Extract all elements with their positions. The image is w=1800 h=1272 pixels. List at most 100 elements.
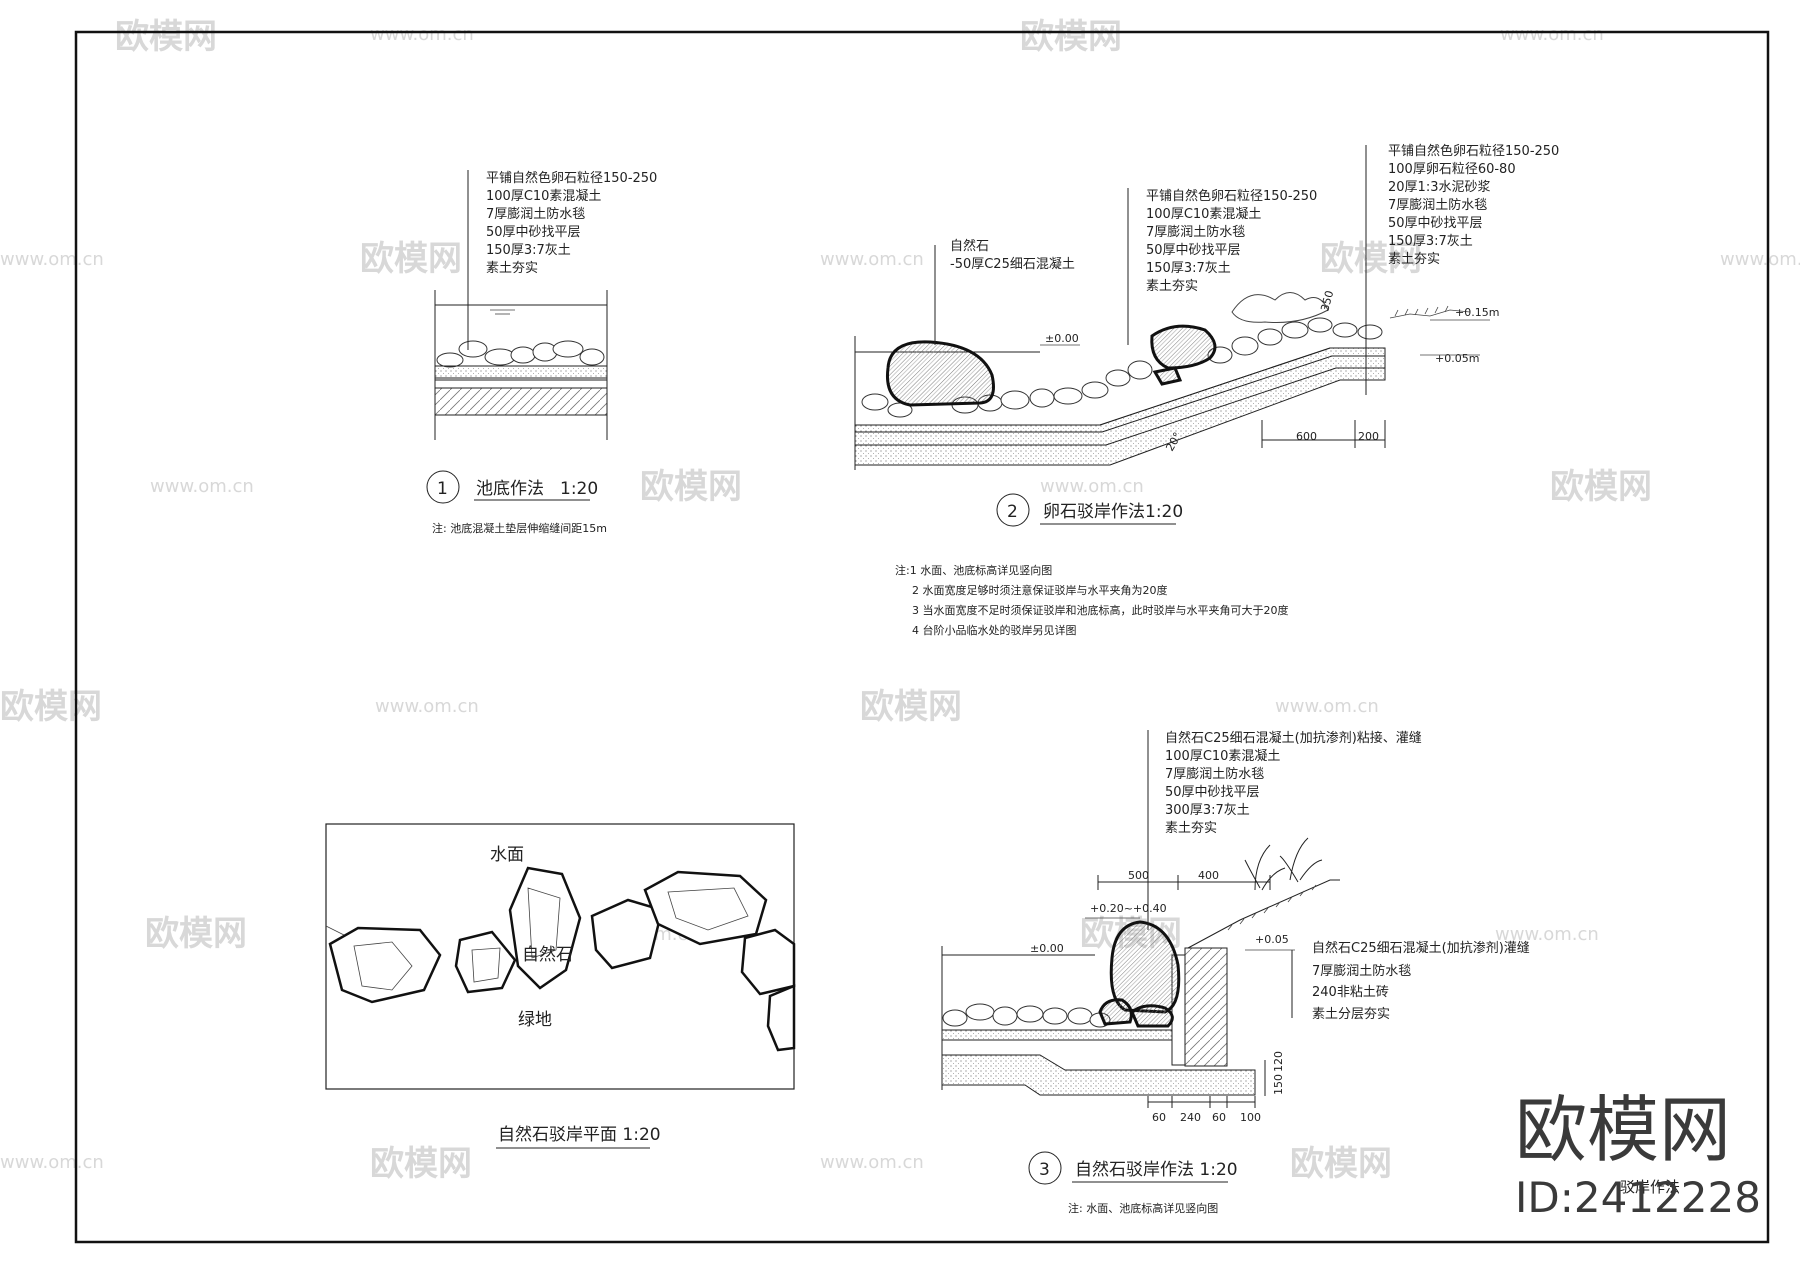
layer-label: 平铺自然色卵石粒径150-250 [1388, 143, 1559, 159]
elevation-label: ±0.00 [1030, 942, 1064, 955]
detail-3-note: 注: 水面、池底标高详见竖向图 [1068, 1201, 1218, 1215]
dimension-label: 600 [1296, 430, 1317, 443]
layer-label: 50厚中砂找平层 [486, 225, 581, 240]
layer-label: 100厚C10素混凝土 [486, 188, 601, 204]
detail-3-layer-list-right: 自然石C25细石混凝土(加抗渗剂)灌缝 7厚膨润土防水毯 240非粘土砖 素土分… [1312, 940, 1530, 1022]
plan-natural-stone: 水面 自然石 绿地 自然石驳岸平面 1:20 [325, 823, 796, 1149]
elevation-label: +0.05 [1255, 933, 1289, 946]
detail-1-scale: 1:20 [560, 479, 598, 499]
layer-label: 自然石C25细石混凝土(加抗渗剂)粘接、灌缝 [1165, 730, 1422, 746]
detail-number-circle [1028, 1151, 1062, 1185]
watermark-brand: 欧模网 [1320, 239, 1422, 279]
watermark-brand: 欧模网 [1290, 1144, 1392, 1184]
watermark-brand: 欧模网 [1020, 17, 1122, 57]
detail-3-natural-stone: ±0.00 自然石C25细石混凝土(加抗渗剂)粘接、灌缝 [941, 730, 1530, 1215]
watermark-url: www.om.cn [820, 1152, 924, 1173]
brand-stamp-name: 欧模网 [1515, 1088, 1731, 1172]
note-line: 2 水面宽度足够时须注意保证驳岸与水平夹角为20度 [912, 583, 1168, 597]
plan-title: 自然石驳岸平面 1:20 [498, 1125, 661, 1145]
elevation-label: +0.15m [1455, 306, 1499, 319]
detail-3-layer-list-top: 自然石C25细石混凝土(加抗渗剂)粘接、灌缝 100厚C10素混凝土 7厚膨润土… [1165, 730, 1422, 836]
dimension-label: 200 [1358, 430, 1379, 443]
layer-label: 150厚3:7灰土 [486, 243, 571, 258]
brand-stamp: 欧模网 ID:2412228 [1515, 1088, 1761, 1222]
watermark-url: www.om.cn [1720, 249, 1800, 270]
watermark-url: www.om.cn [0, 1152, 104, 1173]
layer-label: 平铺自然色卵石粒径150-250 [1146, 188, 1317, 204]
watermark-brand: 欧模网 [115, 17, 217, 57]
dimension-label: 100 [1240, 1111, 1261, 1124]
watermark-url: www.om.cn [1040, 476, 1144, 497]
layer-label: 150厚3:7灰土 [1146, 261, 1231, 276]
watermark-brand: 欧模网 [640, 467, 742, 507]
watermark-url: www.om.cn [1500, 24, 1604, 45]
watermark-url: www.om.cn [1495, 924, 1599, 945]
dimension-label: 400 [1198, 869, 1219, 882]
layer-label: 20厚1:3水泥砂浆 [1388, 180, 1490, 195]
watermark-layer: 欧模网 www.om.cn 欧模网 www.om.cn 欧模网 www.om.c… [0, 17, 1800, 1184]
layer-label: 素土夯实 [1388, 252, 1440, 267]
layer-label: 7厚膨润土防水毯 [1165, 766, 1264, 782]
layer-label: 240非粘土砖 [1312, 985, 1389, 1000]
detail-1-number: 1 [437, 479, 448, 499]
layer-label: 100厚卵石粒径60-80 [1388, 162, 1516, 177]
layer-label: 300厚3:7灰土 [1165, 803, 1250, 818]
brand-stamp-id: ID:2412228 [1515, 1173, 1761, 1222]
watermark-brand: 欧模网 [0, 687, 102, 727]
watermark-brand: 欧模网 [370, 1144, 472, 1184]
note-line: 4 台阶小品临水处的驳岸另见详图 [912, 623, 1077, 637]
detail-number-circle [996, 493, 1030, 527]
stone-label: 自然石 [950, 238, 989, 254]
watermark-url: www.om.cn [370, 24, 474, 45]
dimension-label: 240 [1180, 1111, 1201, 1124]
detail-number-circle [426, 470, 460, 504]
layer-label: 素土夯实 [1165, 821, 1217, 836]
detail-2-layer-list-mid: 平铺自然色卵石粒径150-250 100厚C10素混凝土 7厚膨润土防水毯 50… [1146, 188, 1317, 294]
dimension-label: 60 [1212, 1111, 1226, 1124]
detail-2-layer-list-right: 平铺自然色卵石粒径150-250 100厚卵石粒径60-80 20厚1:3水泥砂… [1388, 143, 1559, 267]
watermark-url: www.om.cn [375, 696, 479, 717]
detail-2-number: 2 [1007, 502, 1018, 522]
layer-label: 7厚膨润土防水毯 [486, 206, 585, 222]
sheet-caption: 驳岸作法 [1620, 1178, 1680, 1196]
watermark-brand: 欧模网 [1550, 467, 1652, 507]
pebble-row [861, 317, 1383, 418]
layer-label: 100厚C10素混凝土 [1146, 206, 1261, 222]
note-line: 3 当水面宽度不足时须保证驳岸和池底标高，此时驳岸与水平夹角可大于20度 [912, 603, 1289, 617]
layer-label: 素土夯实 [486, 261, 538, 276]
dimension-label: 150 [1272, 1074, 1285, 1095]
pebble-row [436, 340, 605, 368]
layer-label: 素土夯实 [1146, 279, 1198, 294]
plan-label: 自然石 [522, 945, 573, 965]
watermark-url: www.om.cn [0, 249, 104, 270]
elevation-label: +0.05m [1435, 352, 1479, 365]
watermark-url: www.om.cn [820, 249, 924, 270]
watermark-url: www.om.cn [150, 476, 254, 497]
watermark-brand: 欧模网 [860, 687, 962, 727]
layer-label: 50厚中砂找平层 [1146, 243, 1241, 258]
stone-label: -50厚C25细石混凝土 [950, 256, 1075, 272]
detail-1-note: 注: 池底混凝土垫层伸缩缝间距15m [432, 521, 607, 535]
watermark-url: www.om.cn [1275, 696, 1379, 717]
layer-label: 7厚膨润土防水毯 [1388, 197, 1487, 213]
dimension-label: 350 [1318, 289, 1336, 313]
elevation-label: ±0.00 [1045, 332, 1079, 345]
detail-2-title: 卵石驳岸作法1:20 [1043, 502, 1183, 522]
detail-1-layer-list: 平铺自然色卵石粒径150-250 100厚C10素混凝土 7厚膨润土防水毯 50… [486, 170, 657, 276]
detail-3-number: 3 [1039, 1160, 1050, 1180]
dimension-label: 60 [1152, 1111, 1166, 1124]
dimension-label: 500 [1128, 869, 1149, 882]
layer-label: 50厚中砂找平层 [1388, 216, 1483, 231]
watermark-brand: 欧模网 [145, 914, 247, 954]
layer-label: 平铺自然色卵石粒径150-250 [486, 170, 657, 186]
layer-label: 150厚3:7灰土 [1388, 234, 1473, 249]
layer-label: 100厚C10素混凝土 [1165, 748, 1280, 764]
layer-label: 自然石C25细石混凝土(加抗渗剂)灌缝 [1312, 940, 1530, 956]
layer-label: 7厚膨润土防水毯 [1146, 224, 1245, 240]
layer-label: 50厚中砂找平层 [1165, 785, 1260, 800]
plan-label: 绿地 [518, 1010, 552, 1030]
detail-1-pool-bottom: 平铺自然色卵石粒径150-250 100厚C10素混凝土 7厚膨润土防水毯 50… [426, 170, 657, 535]
detail-2-pebble-revetment: ±0.00 [854, 143, 1559, 637]
dimension-label: 120 [1272, 1051, 1285, 1072]
